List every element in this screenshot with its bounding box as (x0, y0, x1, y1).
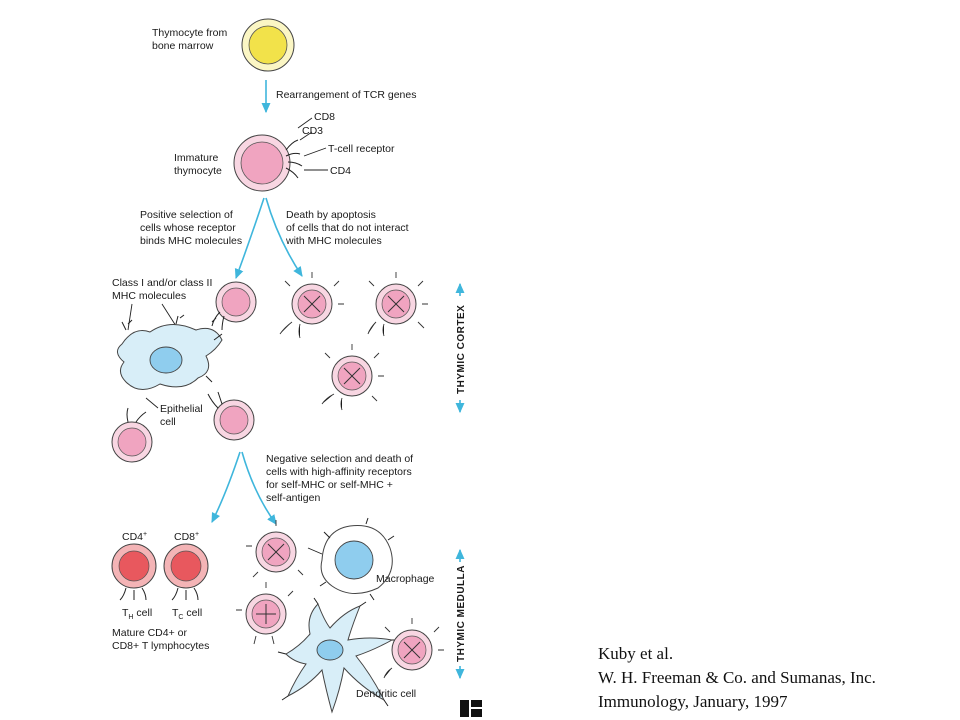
citation-publisher: W. H. Freeman & Co. and Sumanas, Inc. (598, 668, 876, 687)
apoptosis-arrow (265, 197, 303, 277)
apoptotic-thymocyte (383, 618, 444, 679)
surviving-thymocyte (207, 391, 255, 441)
macrophage-label: Macrophage (376, 573, 435, 585)
epithelial-cell-label: Epithelial cell (160, 403, 206, 428)
cd8-label: CD8 (314, 111, 335, 123)
epithelial-cell (117, 314, 223, 390)
immature-thymocyte-label: Immature thymocyte (174, 152, 222, 177)
tc-cell-label: TC cell (172, 607, 202, 621)
cd8-leader (297, 117, 313, 129)
macrophage (319, 517, 395, 601)
negative-selection-arrow (241, 451, 277, 525)
publisher-logo-icon (460, 700, 482, 717)
macrophage-contact (307, 547, 323, 555)
cd3-leader (299, 131, 313, 141)
cd8-plus-label: CD8+ (174, 531, 199, 543)
apoptotic-thymocyte (236, 582, 294, 645)
tcr-label: T-cell receptor (328, 143, 395, 155)
surviving-thymocyte (211, 281, 257, 331)
dendritic-cell (277, 597, 398, 714)
epithelial-leader (145, 397, 159, 409)
citation-authors: Kuby et al. (598, 644, 674, 663)
negative-selection-label: Negative selection and death of cells wi… (266, 453, 416, 504)
cd3-label: CD3 (302, 125, 323, 137)
apoptotic-thymocyte (367, 272, 428, 337)
thymic-cortex-label: THYMIC CORTEX (456, 305, 467, 394)
surviving-thymocyte (111, 407, 153, 463)
apoptotic-thymocyte (321, 344, 384, 411)
thymic-cortex-indicator: THYMIC CORTEX (455, 282, 467, 414)
mature-arrow (211, 451, 241, 524)
bone-marrow-thymocyte (241, 18, 295, 72)
death-apoptosis-label: Death by apoptosis of cells that do not … (285, 209, 412, 247)
positive-selection-arrow (234, 197, 265, 280)
mature-cd8-t-cell (163, 543, 209, 601)
mhc-molecules-label: Class I and/or class II MHC molecules (112, 277, 215, 302)
citation-book: Immunology, January, 1997 (598, 692, 788, 711)
th-cell-label: TH cell (122, 607, 152, 621)
apoptotic-thymocyte (246, 520, 304, 578)
cd4-plus-label: CD4+ (122, 531, 147, 543)
tcr-leader (303, 147, 327, 157)
rearrangement-label: Rearrangement of TCR genes (276, 89, 416, 101)
mhc-leaders (127, 303, 177, 331)
mature-cd4-t-cell (111, 543, 157, 601)
apoptotic-thymocyte (279, 272, 344, 339)
mature-lymphocytes-label: Mature CD4+ or CD8+ T lymphocytes (112, 627, 209, 652)
thymic-medulla-indicator: THYMIC MEDULLA (455, 548, 467, 680)
thymocyte-origin-label: Thymocyte from bone marrow (152, 27, 230, 52)
cd4-label: CD4 (330, 165, 351, 177)
thymic-medulla-label: THYMIC MEDULLA (456, 565, 467, 662)
positive-selection-label: Positive selection of cells whose recept… (140, 209, 242, 247)
immature-thymocyte (233, 134, 303, 192)
dendritic-cell-label: Dendritic cell (356, 688, 416, 700)
